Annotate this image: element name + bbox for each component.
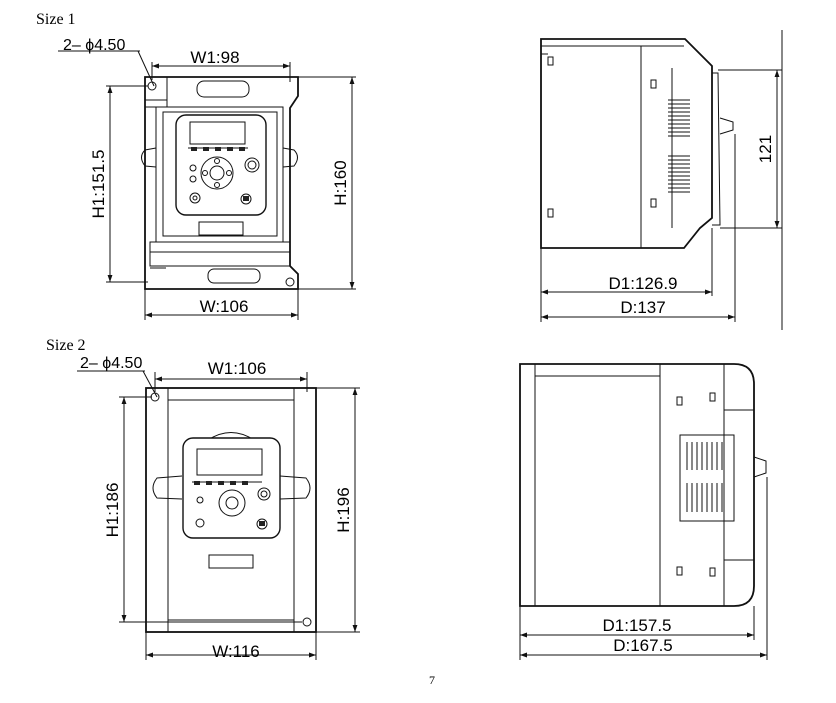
size1-front-view (58, 50, 356, 320)
page-number: 7 (429, 673, 435, 687)
size1-side-view (540, 30, 783, 330)
size2-w1-label: W1:106 (208, 359, 267, 378)
size2-heading: Size 2 (46, 337, 86, 354)
size1-heading: Size 1 (36, 11, 76, 28)
size1-hole-label: 2– ϕ4.50 (63, 37, 125, 54)
size2-side-view (519, 363, 768, 660)
size2-front-view (77, 370, 360, 660)
size1-h-label: H:160 (331, 160, 350, 205)
size2-d-label: D:167.5 (613, 636, 673, 655)
size1-side-height-label: 121 (756, 135, 775, 163)
size2-hole-label: 2– ϕ4.50 (80, 355, 142, 372)
size2-w-label: W:116 (212, 642, 260, 661)
size1-d1-label: D1:126.9 (609, 274, 678, 293)
size1-d-label: D:137 (620, 298, 665, 317)
size1-w-label: W:106 (200, 297, 249, 316)
size1-w1-label: W1:98 (190, 48, 239, 67)
size2-h1-label: H1:186 (103, 483, 122, 538)
size1-h1-label: H1:151.5 (89, 150, 108, 219)
size2-d1-label: D1:157.5 (603, 616, 672, 635)
size2-h-label: H:196 (334, 487, 353, 532)
